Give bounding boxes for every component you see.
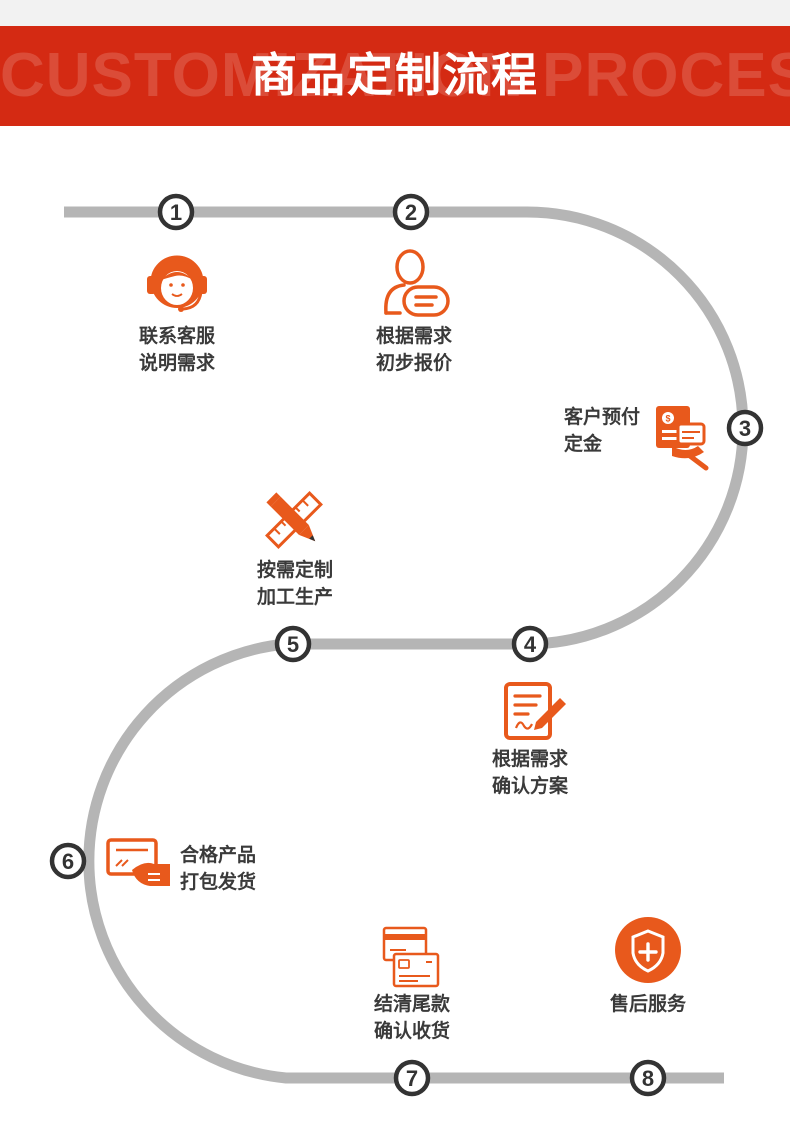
- page-title: 商品定制流程: [251, 48, 539, 102]
- step-number-4: 4: [524, 632, 537, 657]
- step-label-5-line1: 按需定制: [256, 559, 333, 581]
- step-label-7: 结清尾款 确认收货: [352, 991, 472, 1045]
- step-label-5-line2: 加工生产: [256, 586, 333, 608]
- shield-plus-icon: [615, 917, 681, 983]
- banner-watermark: CUSTOMIZATION PROCESS: [0, 41, 790, 110]
- step-number-7: 7: [406, 1066, 418, 1091]
- step-marker-5: 5: [274, 625, 312, 663]
- step-label-8-line1: 售后服务: [609, 993, 686, 1015]
- step-label-2-line2: 初步报价: [375, 352, 452, 374]
- step-label-1-line2: 说明需求: [138, 352, 215, 374]
- step-marker-7: 7: [393, 1059, 431, 1097]
- step-label-2-line1: 根据需求: [375, 325, 452, 347]
- step-label-6-line2: 打包发货: [180, 871, 257, 893]
- step-label-3: 客户预付 定金: [564, 404, 640, 458]
- step-number-5: 5: [287, 632, 299, 657]
- step-number-3: 3: [739, 416, 751, 441]
- step-label-6: 合格产品 打包发货: [180, 842, 256, 896]
- contract-sign-icon: [504, 682, 566, 740]
- step-number-8: 8: [642, 1066, 654, 1091]
- step-number-2: 2: [405, 200, 417, 225]
- step-number-1: 1: [170, 200, 182, 225]
- step-label-2: 根据需求 初步报价: [354, 323, 474, 377]
- step-label-1: 联系客服 说明需求: [117, 323, 237, 377]
- pencil-ruler-icon: [265, 491, 323, 549]
- payment-hand-icon: $: [656, 406, 709, 471]
- step-label-7-line1: 结清尾款: [373, 993, 450, 1015]
- user-chat-icon: [384, 249, 450, 317]
- header-banner: CUSTOMIZATION PROCESS 商品定制流程: [0, 26, 790, 126]
- step-label-1-line1: 联系客服: [138, 325, 215, 347]
- step-label-5: 按需定制 加工生产: [235, 557, 355, 611]
- step-label-6-line1: 合格产品: [180, 844, 257, 866]
- step-label-7-line2: 确认收货: [373, 1020, 450, 1042]
- bank-cards-icon: [382, 926, 440, 988]
- step-marker-1: 1: [157, 193, 195, 231]
- svg-text:$: $: [665, 414, 670, 424]
- step-label-4-line2: 确认方案: [491, 775, 568, 797]
- step-label-4-line1: 根据需求: [491, 748, 568, 770]
- step-marker-4: 4: [511, 625, 549, 663]
- step-label-3-line2: 定金: [564, 433, 603, 455]
- step-number-6: 6: [62, 849, 74, 874]
- step-marker-2: 2: [392, 193, 430, 231]
- step-marker-6: 6: [49, 842, 87, 880]
- top-strip: [0, 0, 790, 26]
- step-label-4: 根据需求 确认方案: [470, 746, 590, 800]
- step-marker-8: 8: [629, 1059, 667, 1097]
- card-hand-icon: [106, 838, 170, 886]
- step-label-3-line1: 客户预付: [564, 406, 641, 428]
- step-label-8: 售后服务: [588, 991, 708, 1018]
- step-marker-3: 3: [726, 409, 764, 447]
- headset-agent-icon: [147, 255, 207, 312]
